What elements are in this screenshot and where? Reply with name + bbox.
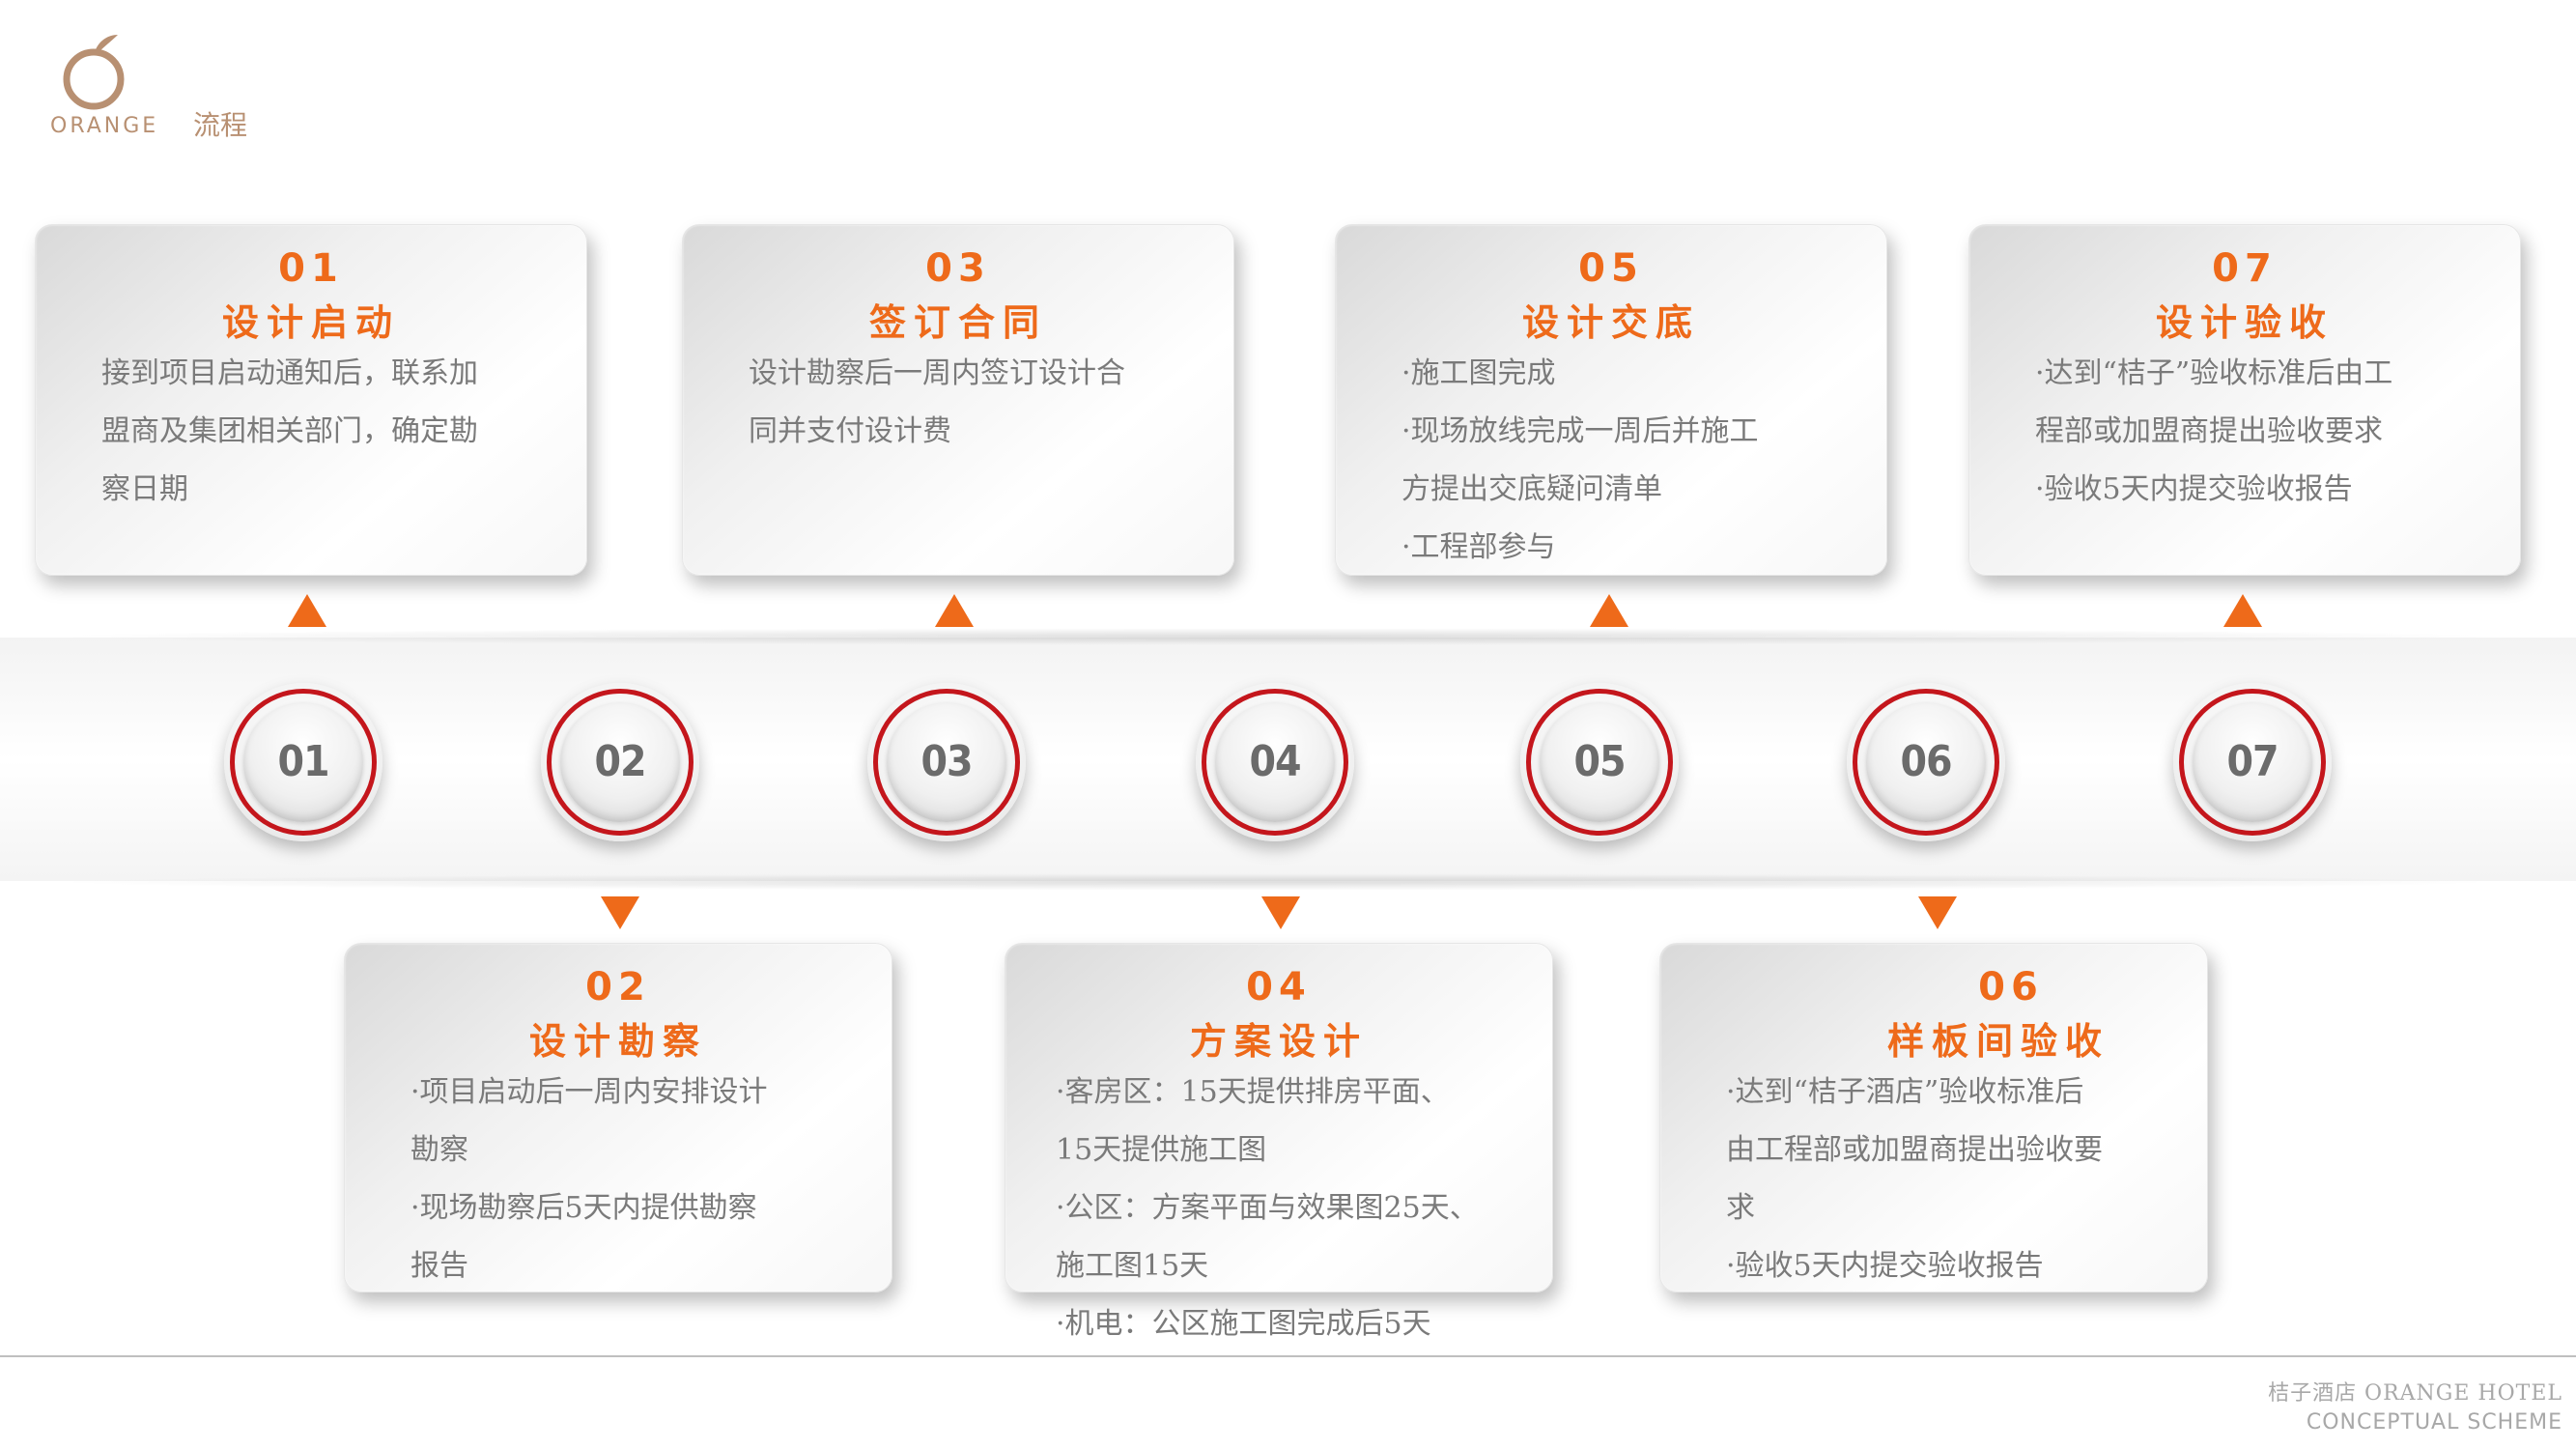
arrow-up-icon: [1590, 594, 1628, 627]
card-body: ·客房区：15天提供排房平面、 15天提供施工图 ·公区：方案平面与效果图25天…: [1056, 1075, 1479, 1341]
brand-logo: ORANGE: [50, 33, 156, 141]
step-label: 06: [1900, 737, 1952, 786]
card-number: 07: [2212, 246, 2278, 291]
card-body: ·施工图完成 ·现场放线完成一周后并施工 方提出交底疑问清单 ·工程部参与: [1401, 356, 1759, 564]
step-circle-06: 06: [1847, 683, 2005, 841]
step-card-05: 05 设计交底 ·施工图完成 ·现场放线完成一周后并施工 方提出交底疑问清单 ·…: [1335, 224, 1887, 576]
arrow-up-icon: [2223, 594, 2262, 627]
step-label: 05: [1573, 737, 1626, 786]
footer-divider: [0, 1355, 2576, 1357]
step-card-03: 03 签订合同 设计勘察后一周内签订设计合 同并支付设计费: [682, 224, 1234, 576]
card-number: 04: [1246, 965, 1312, 1009]
card-number: 03: [925, 246, 991, 291]
step-card-07: 07 设计验收 ·达到“桔子”验收标准后由工 程部或加盟商提出验收要求 ·验收5…: [1968, 224, 2521, 576]
band-divider-bottom: [39, 873, 2511, 891]
card-title: 设计交底: [1521, 301, 1700, 344]
logo-text: ORANGE: [50, 114, 159, 138]
step-circle-05: 05: [1520, 683, 1679, 841]
page-title: 流程: [193, 109, 248, 141]
step-label: 04: [1249, 737, 1301, 786]
step-card-06: 06 样板间验收 ·达到“桔子酒店”验收标准后 由工程部或加盟商提出验收要 求 …: [1659, 943, 2208, 1293]
card-title: 设计启动: [221, 301, 400, 344]
card-title: 方案设计: [1189, 1020, 1368, 1063]
card-number: 05: [1578, 246, 1644, 291]
arrow-up-icon: [935, 594, 974, 627]
step-circle-02: 02: [541, 683, 699, 841]
card-body: ·项目启动后一周内安排设计 勘察 ·现场勘察后5天内提供勘察 报告: [410, 1075, 768, 1283]
arrow-down-icon: [601, 896, 639, 929]
card-number: 02: [585, 965, 651, 1009]
card-body: ·达到“桔子酒店”验收标准后 由工程部或加盟商提出验收要 求 ·验收5天内提交验…: [1726, 1075, 2103, 1283]
step-label: 07: [2226, 737, 2279, 786]
card-body: ·达到“桔子”验收标准后由工 程部或加盟商提出验收要求 ·验收5天内提交验收报告: [2035, 356, 2393, 506]
orange-logo-icon: [63, 35, 125, 110]
band-divider-top: [39, 628, 2511, 645]
card-body: 接到项目启动通知后，联系加 盟商及集团相关部门，确定勘 察日期: [101, 356, 478, 506]
card-title: 样板间验收: [1886, 1020, 2109, 1063]
step-label: 02: [594, 737, 646, 786]
step-circle-03: 03: [867, 683, 1026, 841]
footer-brand: 桔子酒店 ORANGE HOTEL: [2268, 1381, 2562, 1406]
step-circle-01: 01: [224, 683, 382, 841]
step-circle-04: 04: [1196, 683, 1354, 841]
card-title: 签订合同: [868, 301, 1047, 344]
card-number: 06: [1978, 965, 2044, 1009]
card-body: 设计勘察后一周内签订设计合 同并支付设计费: [749, 356, 1125, 448]
footer-subtitle: CONCEPTUAL SCHEME: [2306, 1410, 2562, 1435]
step-card-02: 02 设计勘察 ·项目启动后一周内安排设计 勘察 ·现场勘察后5天内提供勘察 报…: [344, 943, 892, 1293]
step-circle-07: 07: [2173, 683, 2332, 841]
card-title: 设计验收: [2155, 301, 2334, 344]
step-label: 03: [920, 737, 973, 786]
step-card-04: 04 方案设计 ·客房区：15天提供排房平面、 15天提供施工图 ·公区：方案平…: [1005, 943, 1553, 1341]
arrow-down-icon: [1918, 896, 1957, 929]
arrow-up-icon: [288, 594, 326, 627]
step-label: 01: [277, 737, 329, 786]
arrow-down-icon: [1261, 896, 1300, 929]
card-title: 设计勘察: [528, 1020, 707, 1063]
card-number: 01: [278, 246, 344, 291]
step-card-01: 01 设计启动 接到项目启动通知后，联系加 盟商及集团相关部门，确定勘 察日期: [35, 224, 587, 576]
